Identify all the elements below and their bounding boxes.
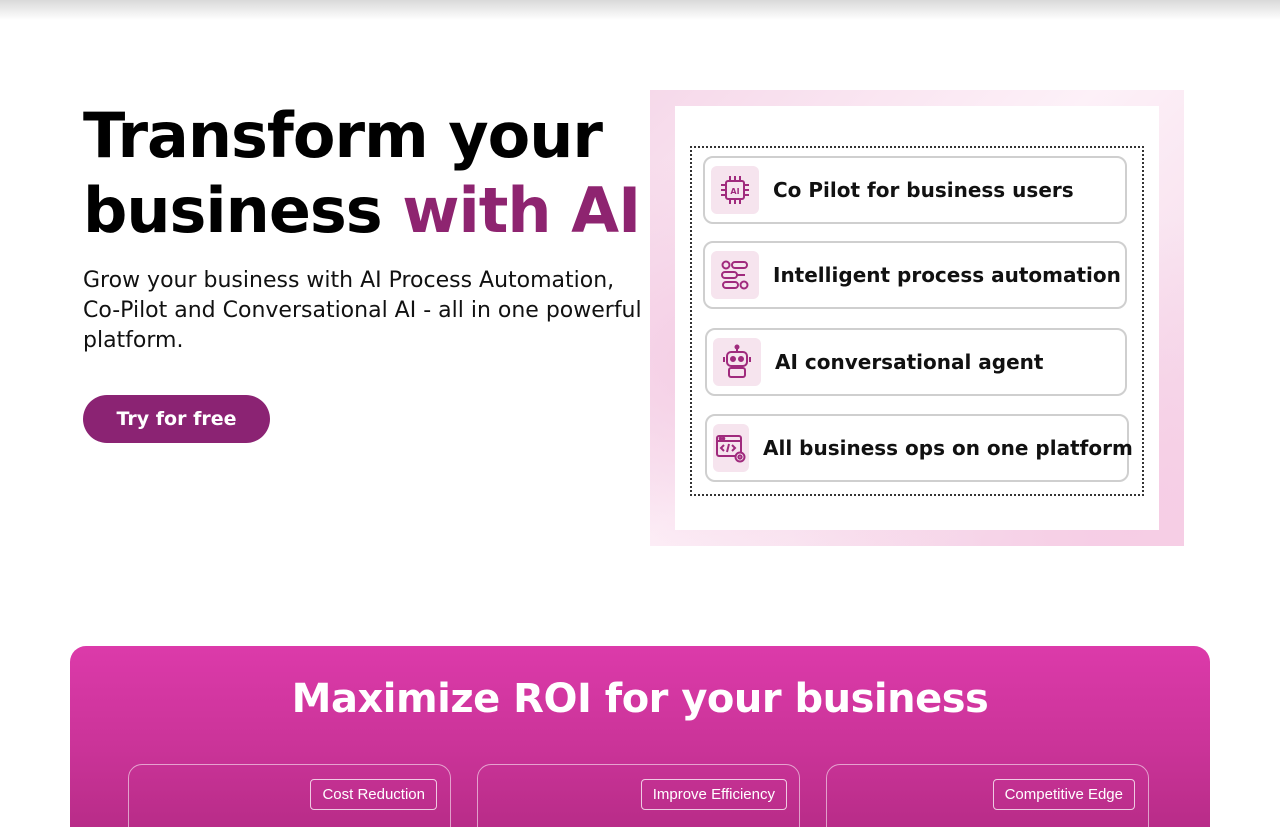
hero-subtitle: Grow your business with AI Process Autom… <box>83 268 642 353</box>
platform-code-icon <box>713 424 749 472</box>
feature-label: Co Pilot for business users <box>773 178 1074 202</box>
hero-feature-illustration: AI Co Pilot for business users <box>650 90 1184 546</box>
feature-label: AI conversational agent <box>775 350 1044 374</box>
roi-title: Maximize ROI for your business <box>291 676 989 722</box>
roi-tag: Improve Efficiency <box>640 779 787 810</box>
feature-label: Intelligent process automation <box>773 263 1121 287</box>
dotted-frame <box>690 146 1144 496</box>
hero-title-line2: business <box>83 174 403 247</box>
feature-label: All business ops on one platform <box>763 436 1133 460</box>
roi-tag: Cost Reduction <box>310 779 437 810</box>
ai-chip-icon: AI <box>711 166 759 214</box>
workflow-icon <box>711 251 759 299</box>
roi-card-improve-efficiency: Improve Efficiency <box>477 764 800 827</box>
hero-title-line1: Transform your <box>83 99 603 172</box>
feature-process-automation: Intelligent process automation <box>703 241 1127 309</box>
hero-title-accent: with AI <box>402 174 641 247</box>
roi-section: Maximize ROI for your business Cost Redu… <box>70 646 1210 827</box>
robot-icon <box>713 338 761 386</box>
feature-conversational-agent: AI conversational agent <box>705 328 1127 396</box>
try-for-free-button[interactable]: Try for free <box>83 395 270 443</box>
svg-text:AI: AI <box>730 187 739 196</box>
header-shadow <box>0 0 1280 20</box>
hero-title: Transform your business with AI <box>83 98 643 248</box>
roi-tag: Competitive Edge <box>992 779 1135 810</box>
feature-card-panel: AI Co Pilot for business users <box>675 106 1159 530</box>
feature-business-ops: All business ops on one platform <box>705 414 1133 482</box>
feature-copilot: AI Co Pilot for business users <box>703 156 1127 224</box>
roi-card-competitive-edge: Competitive Edge <box>826 764 1149 827</box>
roi-card-cost-reduction: Cost Reduction <box>128 764 451 827</box>
